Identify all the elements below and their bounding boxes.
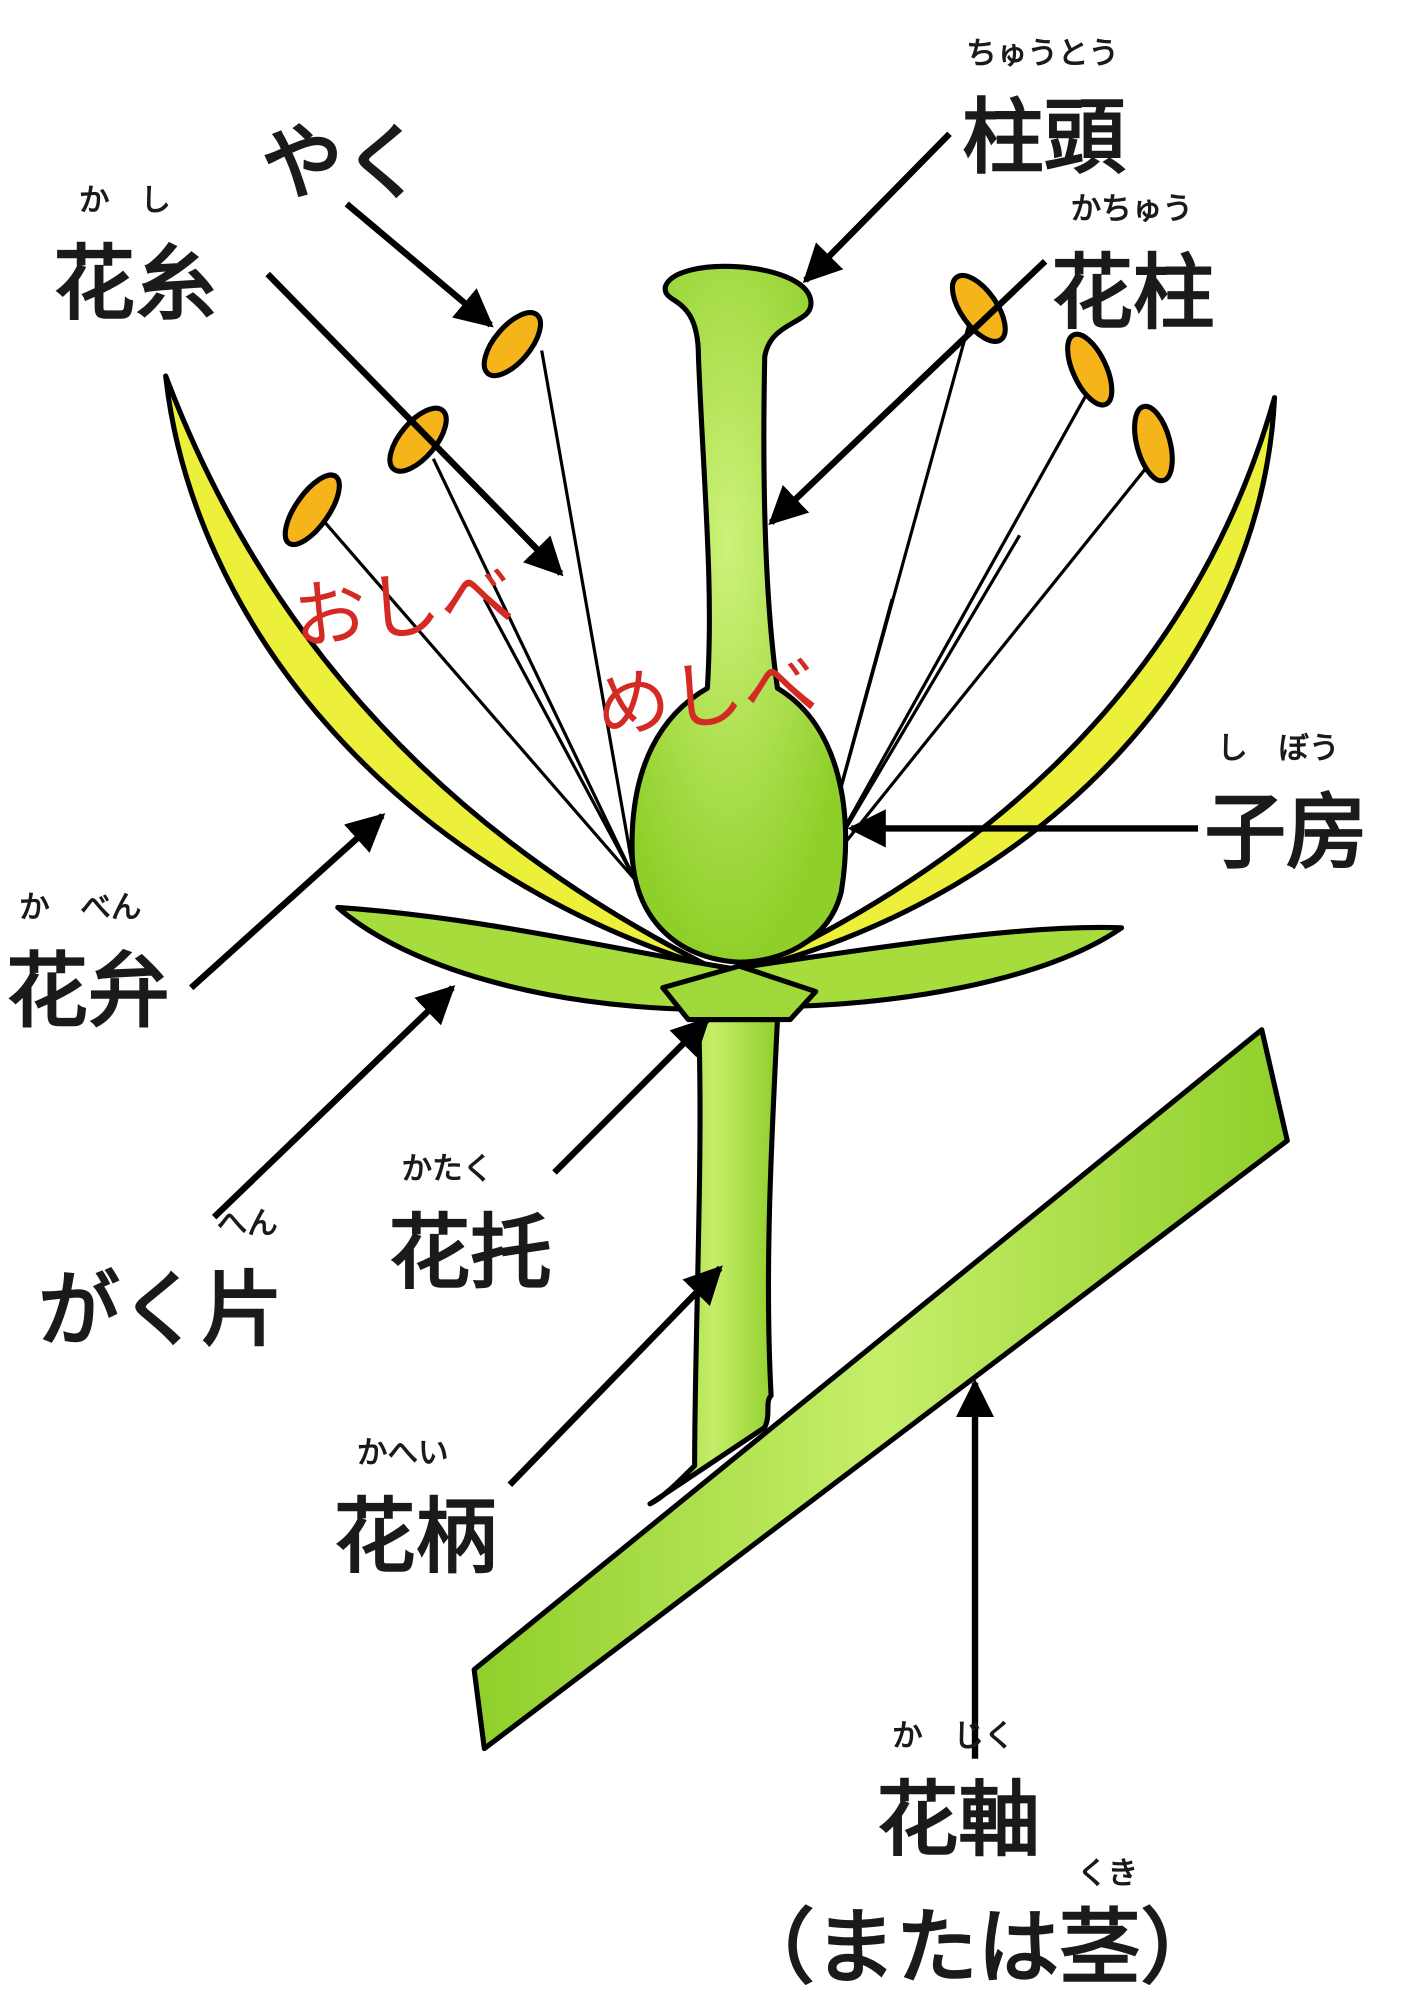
label-anther: やく <box>261 116 424 211</box>
sepals <box>335 904 1125 1012</box>
ruby-petal: か べん <box>19 891 141 926</box>
peduncle <box>647 1017 781 1507</box>
label-stigma: 柱頭 <box>962 91 1126 186</box>
label-style: 花柱 <box>1051 246 1214 341</box>
label-receptacle: 花托 <box>389 1206 552 1301</box>
label-peduncle: 花柄 <box>334 1490 497 1585</box>
ruby-sepal: へん <box>217 1207 278 1242</box>
receptacle <box>660 963 819 1023</box>
label-ovary: 子房 <box>1204 785 1367 880</box>
ruby-filament: か し <box>79 183 171 218</box>
anthers <box>282 272 1175 548</box>
label-sepal: がく片 <box>38 1263 283 1358</box>
stamen-group-label: おしべ <box>289 553 518 662</box>
label-axis: 花軸 <box>877 1773 1040 1868</box>
pointer-arrows <box>189 131 1199 1759</box>
pistil <box>629 263 849 965</box>
label-stem: （または茎） <box>733 1900 1222 1992</box>
ruby-style: かちゅう <box>1071 192 1193 227</box>
label-petal: 花弁 <box>6 945 169 1040</box>
ruby-ovary: し ぼう <box>1217 731 1339 766</box>
ruby-peduncle: かへい <box>357 1436 449 1471</box>
label-filament: 花糸 <box>54 237 217 332</box>
ruby-stigma: ちゅうとう <box>966 37 1119 72</box>
ruby-stem: くき <box>1077 1857 1138 1892</box>
flower-axis <box>471 1027 1290 1752</box>
ruby-axis: か じく <box>892 1719 1014 1754</box>
ruby-receptacle: かたく <box>401 1152 493 1187</box>
